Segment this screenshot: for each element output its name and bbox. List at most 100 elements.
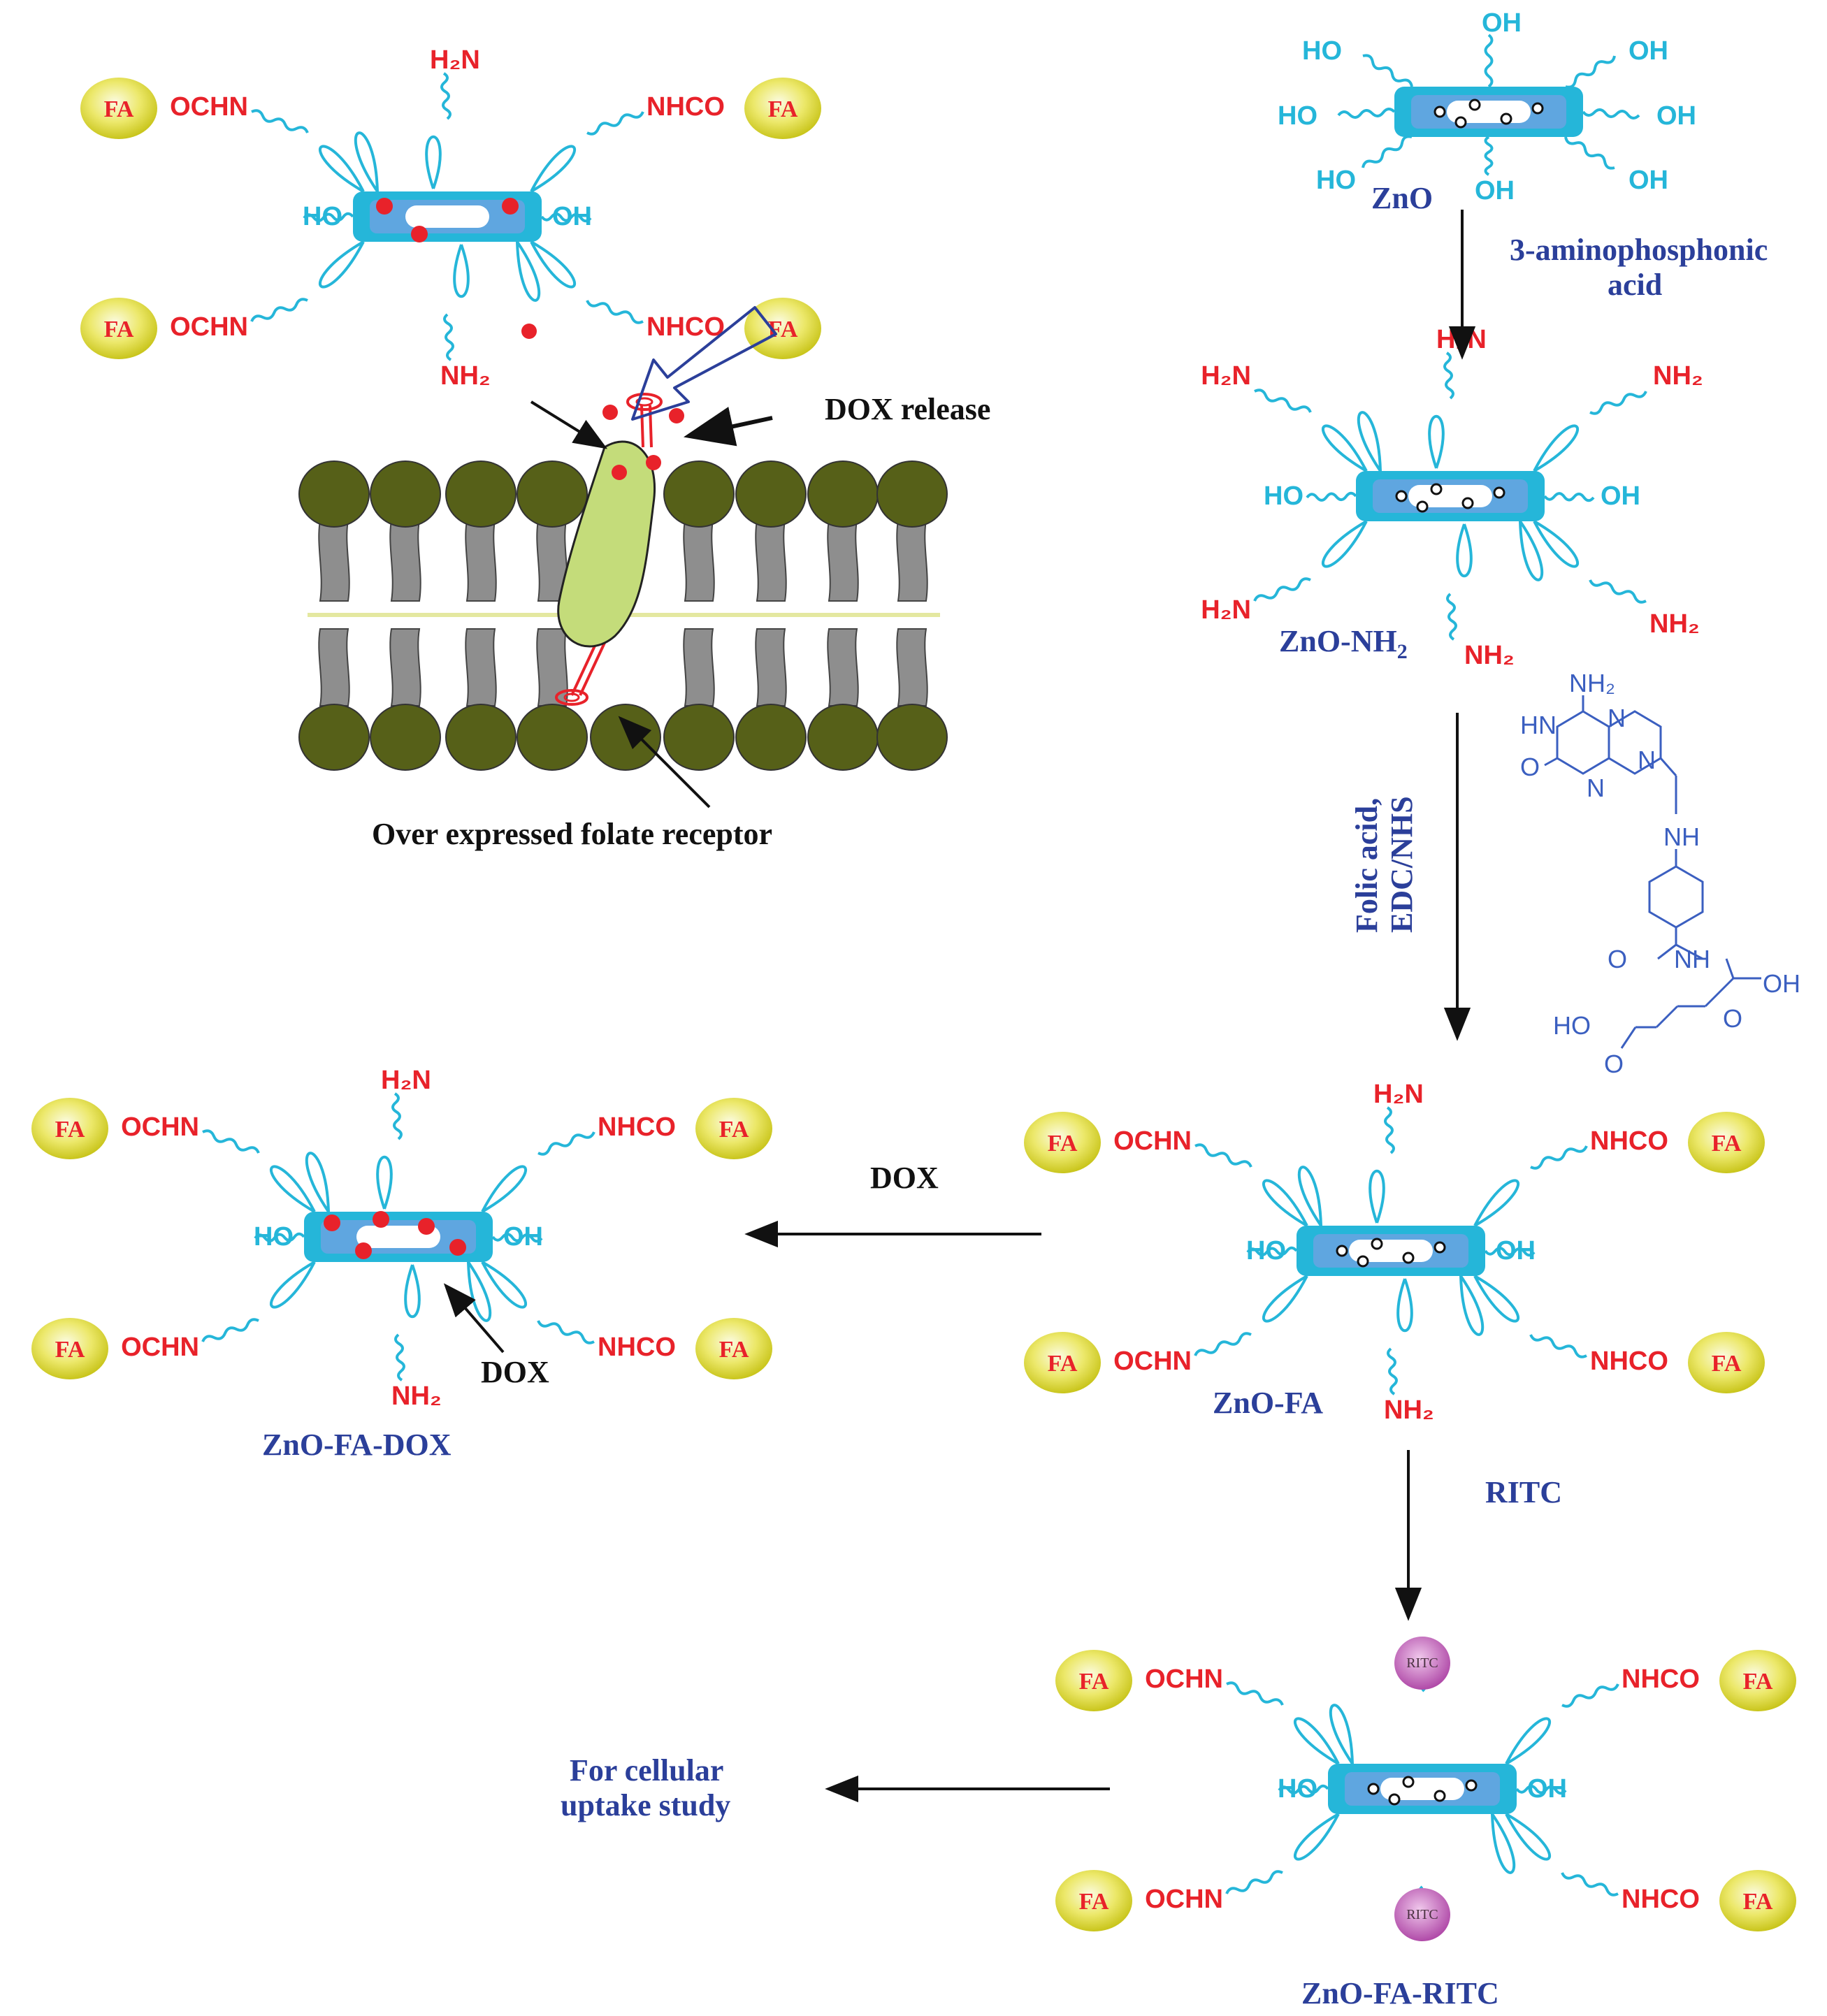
fa-bead-label: FA — [1743, 1889, 1773, 1915]
ritc-bead-label: RITC — [1406, 1655, 1438, 1671]
lipid-tail-lower — [755, 628, 787, 706]
pore-site — [1402, 1776, 1415, 1788]
fa-bead-label: FA — [1079, 1889, 1109, 1915]
lipid-tail-lower — [827, 628, 859, 706]
dox-molecule — [324, 1214, 340, 1231]
pore-site — [1395, 490, 1408, 502]
ligand-loop — [1329, 1704, 1354, 1765]
ochn-linker: OCHN — [1113, 1126, 1192, 1156]
ligand-loop — [1428, 415, 1445, 469]
ochn-linker: OCHN — [1113, 1347, 1192, 1376]
ligand-chain — [303, 212, 354, 222]
ligand-loop — [1357, 411, 1382, 472]
nhco-linker: NHCO — [598, 1112, 676, 1142]
ochn-linker: OCHN — [1145, 1885, 1223, 1914]
lipid-tail-upper — [683, 520, 715, 602]
lipid-head-upper — [517, 461, 588, 528]
h2n-group: H₂N — [1373, 1080, 1424, 1109]
fa-bead — [31, 1098, 108, 1159]
ligand-loop — [318, 240, 365, 289]
dox-molecule — [373, 1211, 389, 1228]
ho-group: HO — [303, 202, 342, 231]
fa-bead — [695, 1098, 772, 1159]
ligand-chain — [491, 1233, 543, 1243]
folate-receptor — [555, 393, 663, 706]
ligand-chain — [1443, 351, 1454, 400]
fa-bead-label: FA — [104, 317, 134, 342]
folic-acid-structure — [1544, 695, 1761, 1049]
step2-reagent-line2: EDC/NHS — [1385, 796, 1419, 933]
lipid-tail-lower — [536, 628, 568, 706]
oh-group: OH — [1629, 166, 1668, 195]
lipid-tail-lower — [389, 628, 421, 706]
pore-site — [1367, 1783, 1380, 1795]
fa-bead — [744, 78, 821, 139]
nhco-linker: NHCO — [1590, 1126, 1668, 1156]
lipid-head-upper — [876, 461, 948, 528]
ligand-loop — [1456, 523, 1473, 577]
ligand-loop — [516, 240, 541, 302]
ligand-loop — [1519, 520, 1544, 581]
ligand-chain — [394, 1333, 405, 1382]
fa-struct-nh2: NH₂ — [1569, 669, 1615, 697]
fa-bead-label: FA — [1712, 1351, 1742, 1377]
ligand-loop — [1505, 1813, 1552, 1861]
ochn-linker: OCHN — [121, 1333, 199, 1362]
zno-nh2-particle: H₂NNH₂HOOHH₂NNH₂H₂NNH₂ — [1201, 325, 1703, 670]
pore-site — [1465, 1779, 1478, 1792]
lipid-tail-upper — [755, 520, 787, 602]
ligand-chain — [443, 313, 454, 361]
ligand-loop — [1396, 1278, 1413, 1332]
fa-bead — [1688, 1332, 1765, 1393]
ritc-reagent-label: RITC — [1485, 1475, 1562, 1509]
fa-struct-n3: N — [1587, 774, 1605, 802]
h2n-group: H₂N — [1201, 361, 1251, 391]
lipid-head-lower — [590, 704, 661, 771]
lipid-tail-lower — [896, 628, 928, 706]
ligand-loop — [376, 1156, 393, 1210]
fa-bead — [80, 78, 157, 139]
ochn-linker: OCHN — [121, 1112, 199, 1142]
fa-bead-label: FA — [104, 96, 134, 122]
h2n-group: H₂N — [430, 45, 480, 75]
fa-struct-n2: N — [1638, 746, 1656, 774]
fa-bead-label: FA — [768, 96, 798, 122]
pore-site — [1434, 1790, 1446, 1802]
ligand-chain — [1589, 579, 1647, 604]
ligand-loop — [269, 1165, 316, 1213]
zno-nh2-label-sub: 2 — [1397, 640, 1408, 663]
ho-group: HO — [1278, 101, 1317, 131]
lipid-tail-upper — [896, 520, 928, 602]
lipid-tail-lower — [318, 628, 350, 706]
ligand-chain — [1561, 1872, 1619, 1897]
ligand-chain — [1484, 1247, 1536, 1257]
oh-group: OH — [1656, 101, 1696, 131]
ligand-loop — [1297, 1166, 1322, 1227]
ligand-loop — [530, 240, 577, 289]
pore-site — [1454, 116, 1467, 129]
nhco-linker: NHCO — [1622, 1885, 1700, 1914]
ligand-chain — [1194, 1332, 1252, 1356]
ligand-loop — [453, 244, 470, 298]
fa-bead-label: FA — [1048, 1351, 1078, 1377]
ligand-chain — [1530, 1145, 1588, 1170]
ligand-chain — [1362, 135, 1413, 168]
ligand-loop — [1533, 520, 1580, 568]
ligand-loop — [1321, 520, 1368, 568]
ho-group: HO — [1278, 1774, 1317, 1804]
ligand-chain — [391, 1092, 403, 1140]
nhco-linker: NHCO — [647, 92, 725, 122]
ochn-linker: OCHN — [1145, 1665, 1223, 1694]
ritc-bead-label: RITC — [1406, 1907, 1438, 1922]
ligand-chain — [1253, 577, 1311, 602]
lipid-tail-upper — [827, 520, 859, 602]
fa-struct-hn: HN — [1520, 711, 1557, 739]
dox-molecule — [449, 1239, 466, 1256]
oh-group: OH — [1527, 1774, 1567, 1804]
pore-site — [1430, 483, 1443, 495]
ligand-loop — [1262, 1275, 1308, 1323]
fa-bead — [1719, 1870, 1796, 1931]
fa-bead — [80, 298, 157, 359]
